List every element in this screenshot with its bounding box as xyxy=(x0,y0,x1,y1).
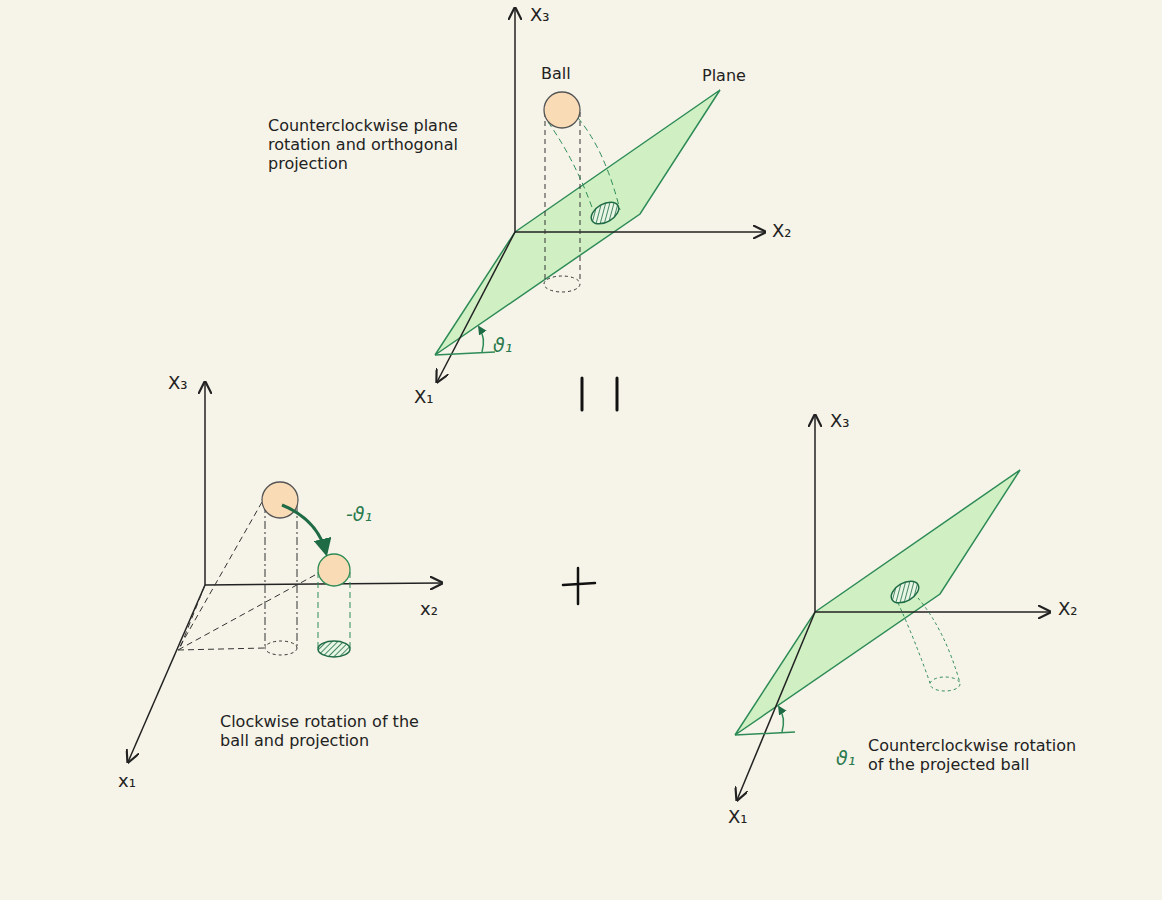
construction-line xyxy=(178,648,265,650)
bottom-left-figure xyxy=(128,382,442,762)
axis xyxy=(128,585,205,762)
axis xyxy=(814,415,816,612)
angle-label: -ϑ₁ xyxy=(346,503,372,526)
projection-line xyxy=(578,118,620,210)
equals-sign xyxy=(582,378,617,410)
axis-label: X₃ xyxy=(530,4,550,26)
projection-line xyxy=(297,500,298,648)
plus-sign xyxy=(563,568,595,604)
axis xyxy=(437,232,515,382)
projected-ball xyxy=(888,577,923,608)
axis-label: X₃ xyxy=(830,410,850,432)
projected-ball xyxy=(588,198,623,229)
top-figure xyxy=(435,8,765,382)
caption: Counterclockwise plane rotation and orth… xyxy=(268,116,473,174)
ball xyxy=(262,482,298,518)
angle-arc xyxy=(479,327,483,352)
caption: Clockwise rotation of the ball and proje… xyxy=(220,712,435,750)
plane xyxy=(735,470,1020,735)
projection-line xyxy=(350,572,351,648)
projection-line xyxy=(318,572,319,648)
construction-line xyxy=(178,502,262,650)
rotation-arrow xyxy=(282,505,326,553)
shadow xyxy=(544,276,580,292)
axis xyxy=(737,612,815,800)
axis-label: X₂ xyxy=(1058,598,1078,620)
construction-line xyxy=(178,575,315,650)
axis-label: x₁ xyxy=(118,770,136,792)
construction-line xyxy=(180,585,205,648)
axis xyxy=(815,611,1050,613)
axis xyxy=(205,583,442,585)
angle-label: ϑ₁ xyxy=(493,334,512,357)
rotated-ball xyxy=(318,554,350,586)
axis xyxy=(204,382,206,585)
axis-label: X₁ xyxy=(728,806,748,828)
rotation-trace xyxy=(898,603,930,683)
angle-base xyxy=(735,732,795,735)
axis xyxy=(515,231,765,233)
part-label: Ball xyxy=(541,64,571,83)
projection-line xyxy=(548,122,593,210)
angle-label: ϑ₁ xyxy=(836,747,855,770)
projected-ball xyxy=(318,641,350,657)
rotation-trace xyxy=(918,598,960,683)
projection-line xyxy=(580,112,581,283)
axis-label: X₂ xyxy=(772,220,792,242)
axis-label: X₃ xyxy=(168,372,188,394)
ball xyxy=(544,92,580,128)
plane xyxy=(435,90,720,355)
angle-base xyxy=(435,352,495,355)
shadow xyxy=(265,641,297,655)
axis xyxy=(514,8,516,232)
original-projection xyxy=(930,677,960,691)
axis-label: x₂ xyxy=(420,598,438,620)
projection-line xyxy=(265,500,266,648)
projection-line xyxy=(545,112,546,283)
part-label: Plane xyxy=(702,66,746,85)
angle-arc xyxy=(779,707,783,732)
axis-label: X₁ xyxy=(414,386,434,408)
caption: Counterclockwise rotation of the project… xyxy=(868,736,1088,774)
